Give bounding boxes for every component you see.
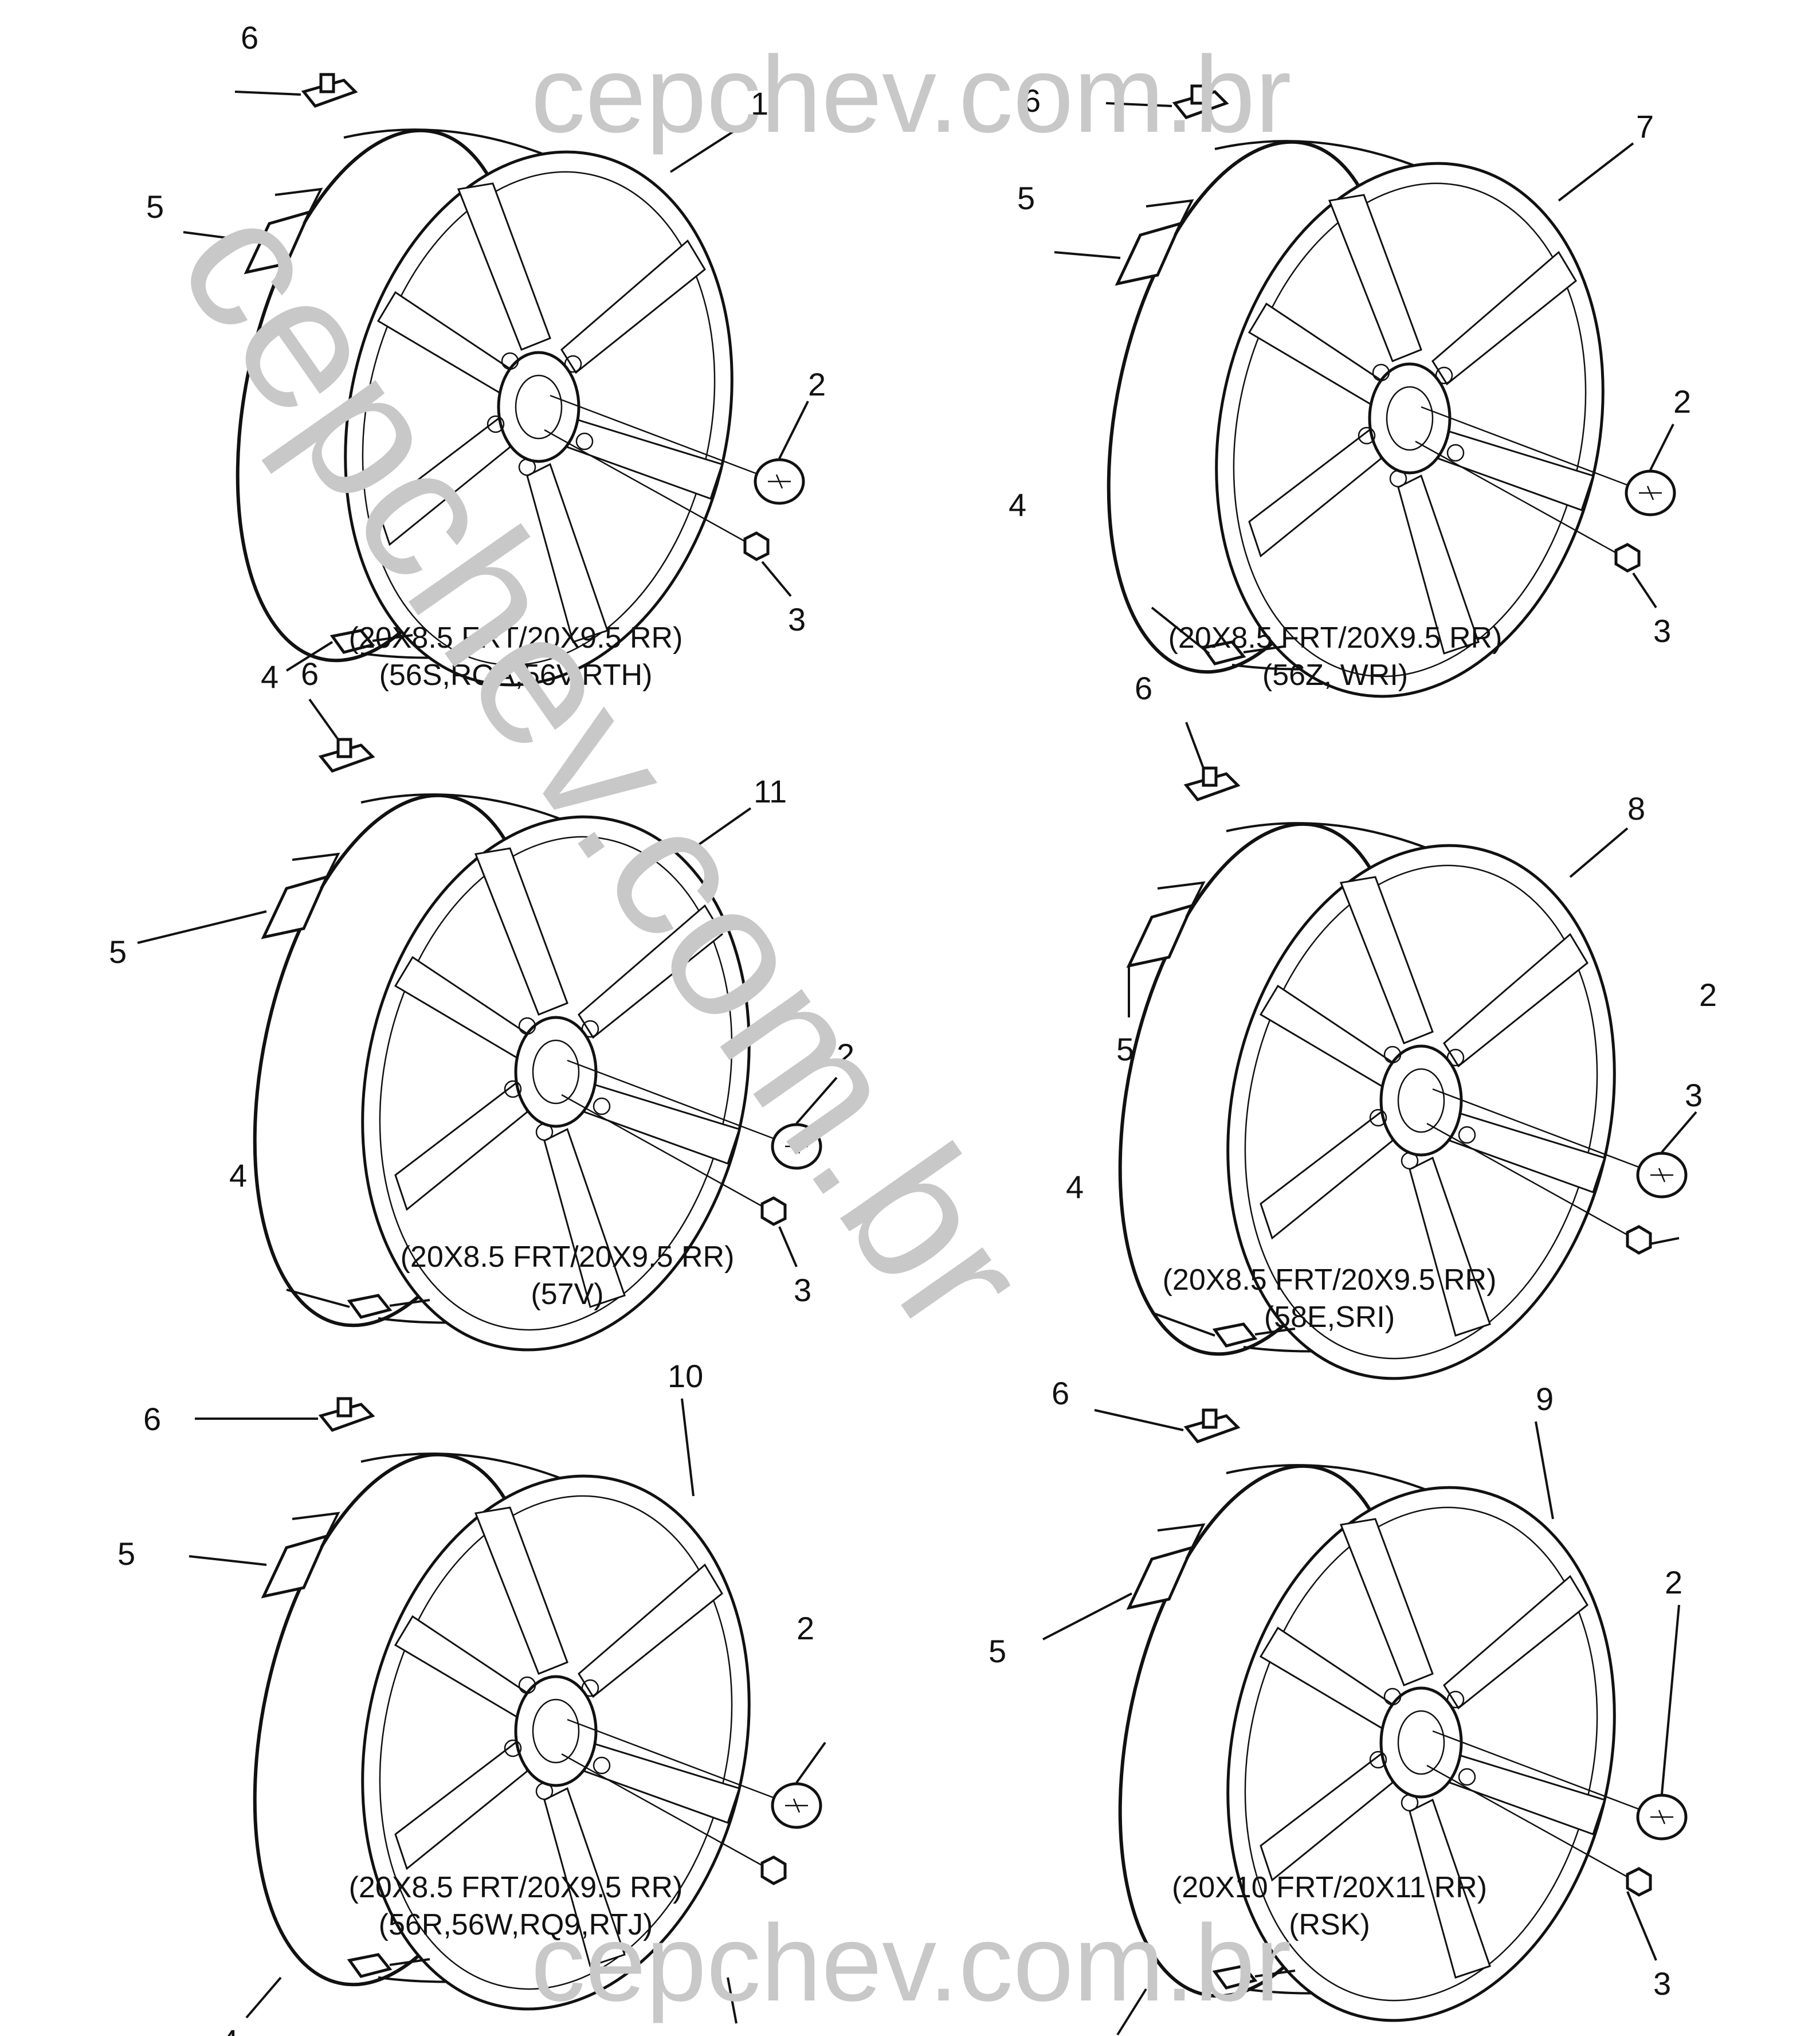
callout-tpms-sensor: 4 <box>1009 487 1026 523</box>
callout-wheel: 7 <box>1636 108 1654 144</box>
callout-lug-nut: 3 <box>725 2034 743 2036</box>
callout-center-cap: 2 <box>837 1037 854 1073</box>
callout-tpms-sensor: 4 <box>221 2023 238 2036</box>
caption-size-b: (20X8.5 FRT/20X9.5 RR) <box>1168 621 1503 655</box>
callout-center-cap: 2 <box>797 1610 814 1646</box>
callout-tpms-sensor: 4 <box>1066 1169 1084 1205</box>
wheel-assembly-d: 8 2 3 4 5 6 <box>1066 670 1717 1415</box>
callout-weight-stripe: 5 <box>117 1536 135 1572</box>
callout-weight-stripe: 5 <box>1116 1031 1134 1067</box>
callout-lug-nut: 3 <box>1685 1077 1703 1113</box>
callout-wheel: 1 <box>751 85 768 122</box>
caption-rpo-b: (56Z, WRI) <box>1262 659 1408 692</box>
callout-center-cap: 2 <box>1665 1564 1682 1600</box>
callout-center-cap: 2 <box>1673 383 1691 420</box>
watermark-top: cepchev.com.br <box>531 34 1291 155</box>
caption-size-d: (20X8.5 FRT/20X9.5 RR) <box>1163 1263 1497 1297</box>
callout-center-cap: 2 <box>1699 977 1717 1013</box>
callout-wheel: 9 <box>1536 1381 1554 1417</box>
callout-wheel: 8 <box>1627 790 1645 827</box>
caption-rpo-d: (58E,SRI) <box>1264 1301 1395 1334</box>
caption-rpo-e: (56R,56W,RQ9,RTJ) <box>379 1908 653 1941</box>
callout-balance-weight: 6 <box>301 656 319 692</box>
callout-balance-weight: 6 <box>241 19 258 56</box>
callout-balance-weight: 6 <box>1135 670 1152 706</box>
callout-lug-nut: 3 <box>794 1272 811 1308</box>
caption-rpo-c: (57V) <box>531 1278 603 1311</box>
callout-tpms-sensor: 4 <box>229 1157 247 1193</box>
watermark-bottom: cepchev.com.br <box>531 1902 1291 2024</box>
callout-lug-nut: 3 <box>1653 613 1671 649</box>
caption-size-f: (20X10 FRT/20X11 RR) <box>1172 1871 1487 1904</box>
callout-center-cap: 2 <box>808 366 826 402</box>
wheel-assembly-c: 11 2 3 4 5 6 <box>109 656 854 1386</box>
callout-tpms-sensor: 4 <box>261 659 279 695</box>
caption-rpo-f: (RSK) <box>1289 1908 1370 1941</box>
callout-balance-weight: 6 <box>1023 83 1041 119</box>
callout-wheel: 11 <box>754 773 787 809</box>
callout-wheel: 10 <box>668 1358 703 1394</box>
caption-size-a: (20X8.5 FRT/20X9.5 RR) <box>349 621 683 655</box>
callout-balance-weight: 6 <box>143 1401 161 1437</box>
caption-rpo-a: (56S,RQA,56V,RTH) <box>379 659 653 692</box>
callout-lug-nut: 3 <box>1653 1965 1671 2002</box>
wheel-assembly-e: 10 2 3 4 5 6 <box>117 1358 826 2036</box>
callout-weight-stripe: 5 <box>989 1633 1006 1669</box>
caption-size-c: (20X8.5 FRT/20X9.5 RR) <box>401 1240 735 1274</box>
callout-weight-stripe: 5 <box>1017 180 1035 216</box>
callout-balance-weight: 6 <box>1052 1375 1069 1411</box>
wheel-assembly-b: 7 2 3 4 5 6 <box>1009 83 1691 733</box>
callout-weight-stripe: 5 <box>146 189 164 225</box>
callout-lug-nut: 3 <box>788 601 806 637</box>
wheel-assembly-f: 9 2 3 4 5 6 <box>989 1375 1686 2036</box>
wheel-assembly-a: 1 2 3 4 5 6 <box>146 19 826 721</box>
callout-weight-stripe: 5 <box>109 934 127 970</box>
caption-size-e: (20X8.5 FRT/20X9.5 RR) <box>349 1871 683 1904</box>
